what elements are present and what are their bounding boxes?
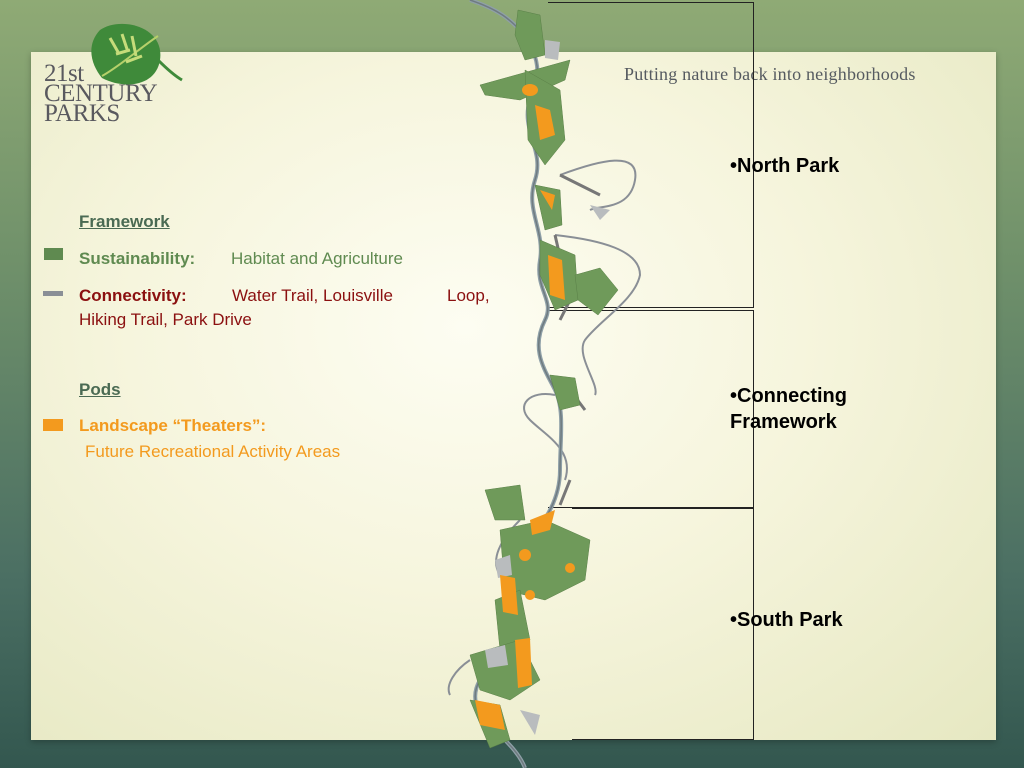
connecting-label-2: Framework [730,411,837,433]
sustainability-swatch [44,248,63,260]
logo-line-1: 21st [44,60,84,87]
park-map [447,0,642,768]
north-park-label: •North Park [730,155,840,177]
framework-heading: Framework [79,212,170,231]
connectivity-label: Connectivity: [79,286,187,305]
landscape-label: Landscape “Theaters”: [79,416,267,435]
landscape-value: Future Recreational Activity Areas [85,442,341,461]
pods-heading: Pods [79,380,121,399]
north-park-box [548,2,754,308]
connectivity-value-1: Water Trail, Louisville [232,286,393,305]
south-park-label: •South Park [730,609,843,631]
connecting-framework-box [548,310,754,508]
connecting-label-1: •Connecting [730,385,847,407]
connectivity-swatch [43,291,63,296]
leaf-icon [91,23,183,85]
south-park-box [572,508,754,740]
connectivity-value-3: Hiking Trail, Park Drive [79,310,252,329]
landscape-swatch [43,419,63,431]
tagline: Putting nature back into neighborhoods [624,64,916,84]
sustainability-label: Sustainability: [79,249,196,268]
connectivity-value-2: Loop, [447,286,490,305]
sustainability-value: Habitat and Agriculture [231,249,403,268]
logo-line-2: CENTURY [44,80,158,107]
logo-line-3: PARKS [44,100,120,127]
